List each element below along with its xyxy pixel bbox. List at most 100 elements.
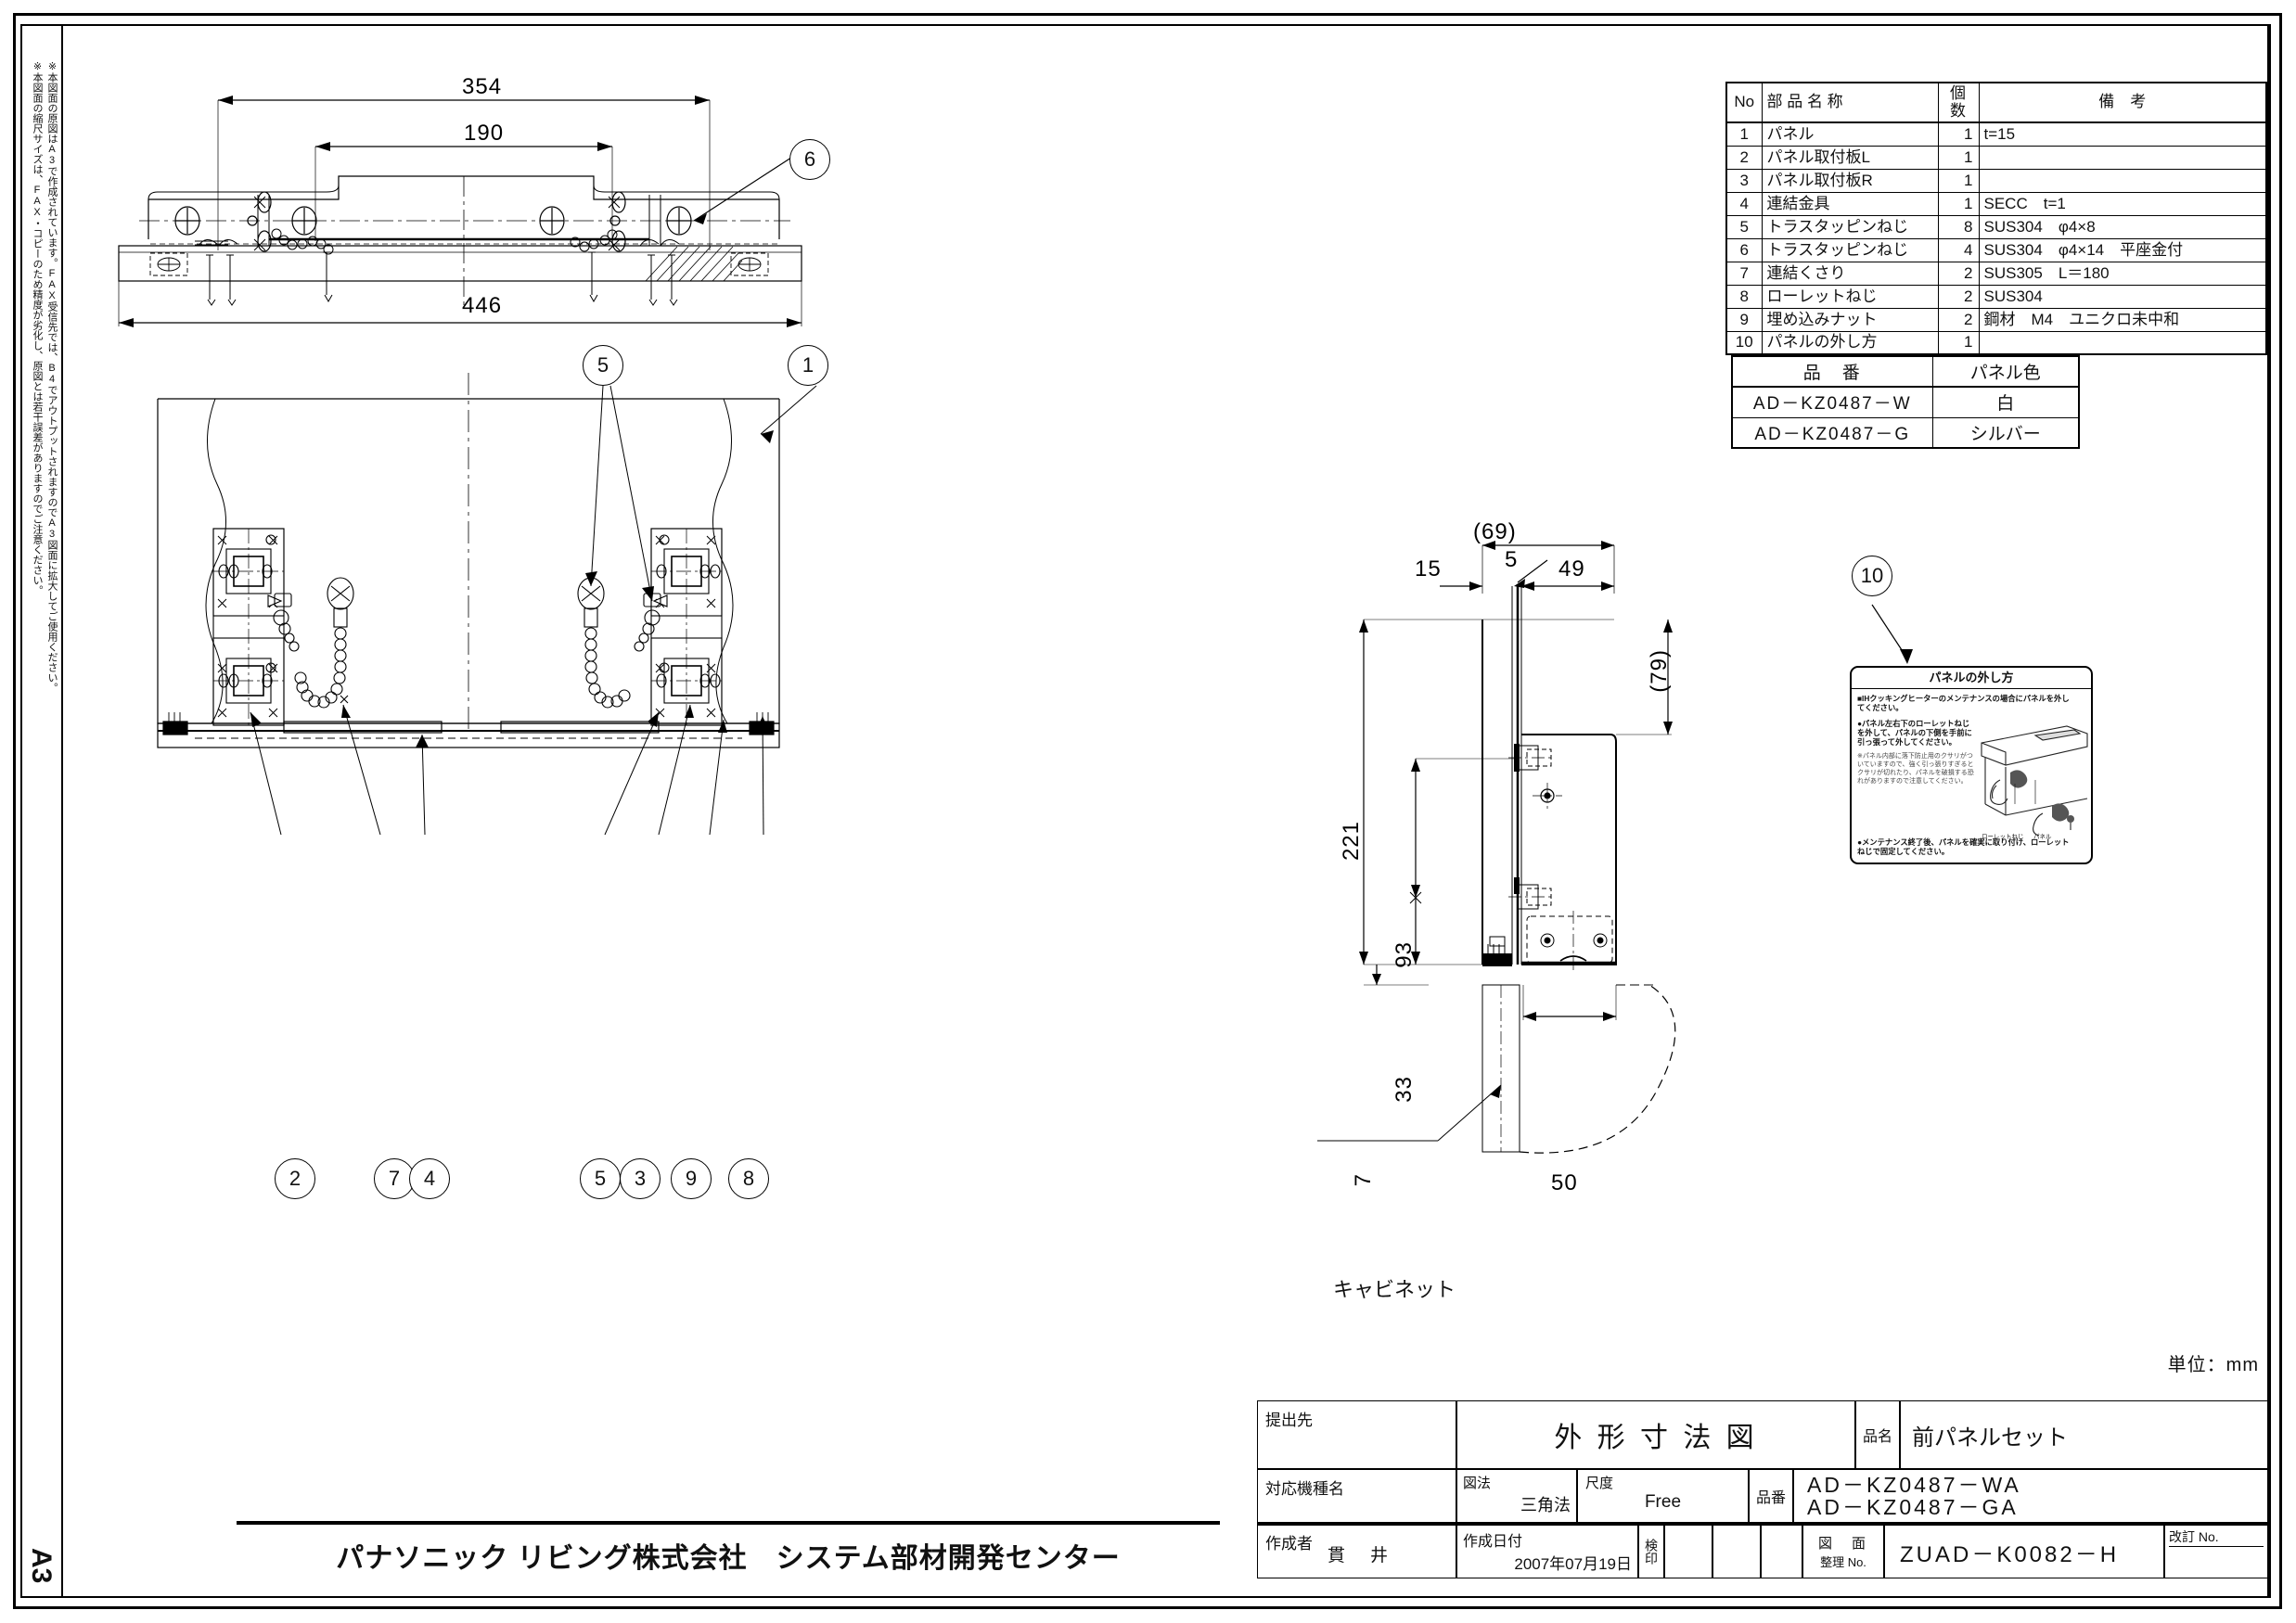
projection-value: 三角法 (1520, 1496, 1571, 1514)
parts-cell-name: パネルの外し方 (1761, 330, 1939, 355)
revision-label: 改訂 No. (2169, 1527, 2264, 1547)
detail-note-1: ■IHクッキングヒーターのメンテナンスの場合にパネルを外してください。 (1857, 694, 2070, 713)
callout-2-front: 2 (275, 1158, 315, 1199)
parts-cell-name: パネル取付板L (1761, 145, 1939, 170)
parts-cell-name: 連結金具 (1761, 191, 1939, 216)
unit-note: 単位：mm (2167, 1355, 2259, 1375)
detail-note-3: ※パネル内部に落下防止用のクサリがついていますので、強く引っ張りすぎるとクサリが… (1857, 752, 1974, 786)
parts-th-name: 部 品 名 称 (1761, 82, 1939, 124)
parts-cell-name: トラスタッピンねじ (1761, 237, 1939, 262)
callout-1-front: 1 (788, 345, 828, 386)
parts-th-no: No (1725, 82, 1763, 124)
dim-50: 50 (1551, 1170, 1578, 1195)
parts-th-qty: 個数 (1937, 82, 1980, 124)
parts-cell-no: 7 (1725, 261, 1763, 286)
part-no-value-2: AD－KZ0487－GA (1807, 1495, 2019, 1519)
parts-cell-name: 連結くさり (1761, 261, 1939, 286)
date-value: 2007年07月19日 (1514, 1555, 1632, 1573)
author-label: 作成者 (1265, 1535, 1313, 1553)
label-cabinet: キャビネット (1333, 1278, 1456, 1301)
parts-cell-remark: SUS304 (1978, 284, 2267, 309)
front-view-drawing (157, 373, 817, 836)
product-name-value: 前パネルセット (1912, 1425, 2068, 1450)
company-divider (237, 1521, 1220, 1525)
dim-33: 33 (1392, 1076, 1417, 1103)
parts-cell-remark (1978, 145, 2267, 170)
parts-cell-no: 2 (1725, 145, 1763, 170)
drawing-no-value: ZUAD－K0082－H (1900, 1541, 2120, 1567)
drawing-no-label-1: 図 面 (1817, 1536, 1868, 1552)
parts-cell-qty: 2 (1937, 307, 1980, 332)
dim-7: 7 (1351, 1173, 1376, 1187)
top-view-drawing (118, 96, 802, 327)
product-table-header-row: 品 番 パネル色 (1731, 355, 2080, 388)
detail-label-panel: パネル (2033, 834, 2052, 840)
parts-cell-name: トラスタッピンねじ (1761, 214, 1939, 239)
parts-cell-qty: 1 (1937, 191, 1980, 216)
callout-9-front: 9 (671, 1158, 712, 1199)
drawing-frame-outer (13, 13, 2282, 1609)
dim-354: 354 (462, 74, 503, 99)
parts-cell-remark (1978, 168, 2267, 193)
parts-cell-remark (1978, 330, 2267, 355)
parts-cell-no: 6 (1725, 237, 1763, 262)
dim-5: 5 (1505, 547, 1519, 572)
author-value: 貫 井 (1328, 1546, 1392, 1565)
detail-illustration (1981, 725, 2088, 837)
check-label: 検印 (1644, 1539, 1659, 1565)
parts-cell-remark: 鋼材 M4 ユニクロ未中和 (1978, 307, 2267, 332)
callout-6-top: 6 (789, 139, 830, 180)
callout-4-front: 4 (409, 1158, 450, 1199)
parts-cell-qty: 1 (1937, 121, 1980, 147)
parts-cell-name: ローレットねじ (1761, 284, 1939, 309)
vertical-note-2: ※本図面の縮尺サイズは、FAX・コピーのため精度が劣化し、原図とは若干誤差があり… (32, 60, 43, 595)
scale-value: Free (1644, 1492, 1682, 1512)
callout-10-detail: 10 (1852, 556, 1892, 596)
part-no-value-1: AD－KZ0487－WA (1807, 1472, 2021, 1497)
product-name-label: 品名 (1862, 1429, 1892, 1445)
submit-to-label: 提出先 (1265, 1412, 1313, 1429)
parts-cell-no: 4 (1725, 191, 1763, 216)
parts-cell-no: 8 (1725, 284, 1763, 309)
drawing-frame-inner (61, 24, 2271, 1598)
parts-cell-qty: 4 (1937, 237, 1980, 262)
sheet-size-label: A3 (26, 1547, 57, 1583)
product-cell-code: AD－KZ0487－G (1731, 416, 1933, 449)
parts-cell-remark: SUS304 φ4×8 (1978, 214, 2267, 239)
dim-221: 221 (1339, 821, 1364, 862)
product-th-code: 品 番 (1731, 355, 1933, 388)
parts-cell-remark: t=15 (1978, 121, 2267, 147)
part-no-label: 品番 (1755, 1490, 1786, 1506)
callout-7-front: 7 (374, 1158, 415, 1199)
drawing-no-label-2: 整理 No. (1820, 1555, 1866, 1569)
parts-cell-remark: SUS304 φ4×14 平座金付 (1978, 237, 2267, 262)
company-name: パナソニック リビング株式会社 システム部材開発センター (336, 1543, 1121, 1574)
dim-49: 49 (1558, 556, 1585, 581)
product-th-color: パネル色 (1931, 355, 2080, 388)
detail-leader (1871, 604, 1913, 664)
date-label: 作成日付 (1463, 1534, 1523, 1550)
vertical-note-strip: A3 ※本図面の原図はA3で作成されています。FAX受信先では、B4でアウトプッ… (20, 24, 61, 1598)
parts-cell-qty: 8 (1937, 214, 1980, 239)
parts-cell-name: 埋め込みナット (1761, 307, 1939, 332)
parts-cell-qty: 2 (1937, 284, 1980, 309)
check-slot-2 (1712, 1523, 1761, 1578)
parts-cell-name: パネル (1761, 121, 1939, 147)
title-block: 提出先 外 形 寸 法 図 品名 前パネルセット 対応機種名 図法 三角法 尺度… (1257, 1400, 2268, 1578)
dim-93: 93 (1392, 941, 1417, 968)
panel-removal-detail-box: パネルの外し方 ■IHクッキングヒーターのメンテナンスの場合にパネルを外してくだ… (1850, 666, 2093, 864)
vertical-note-1: ※本図面の原図はA3で作成されています。FAX受信先では、B4でアウトプットされ… (46, 60, 58, 693)
